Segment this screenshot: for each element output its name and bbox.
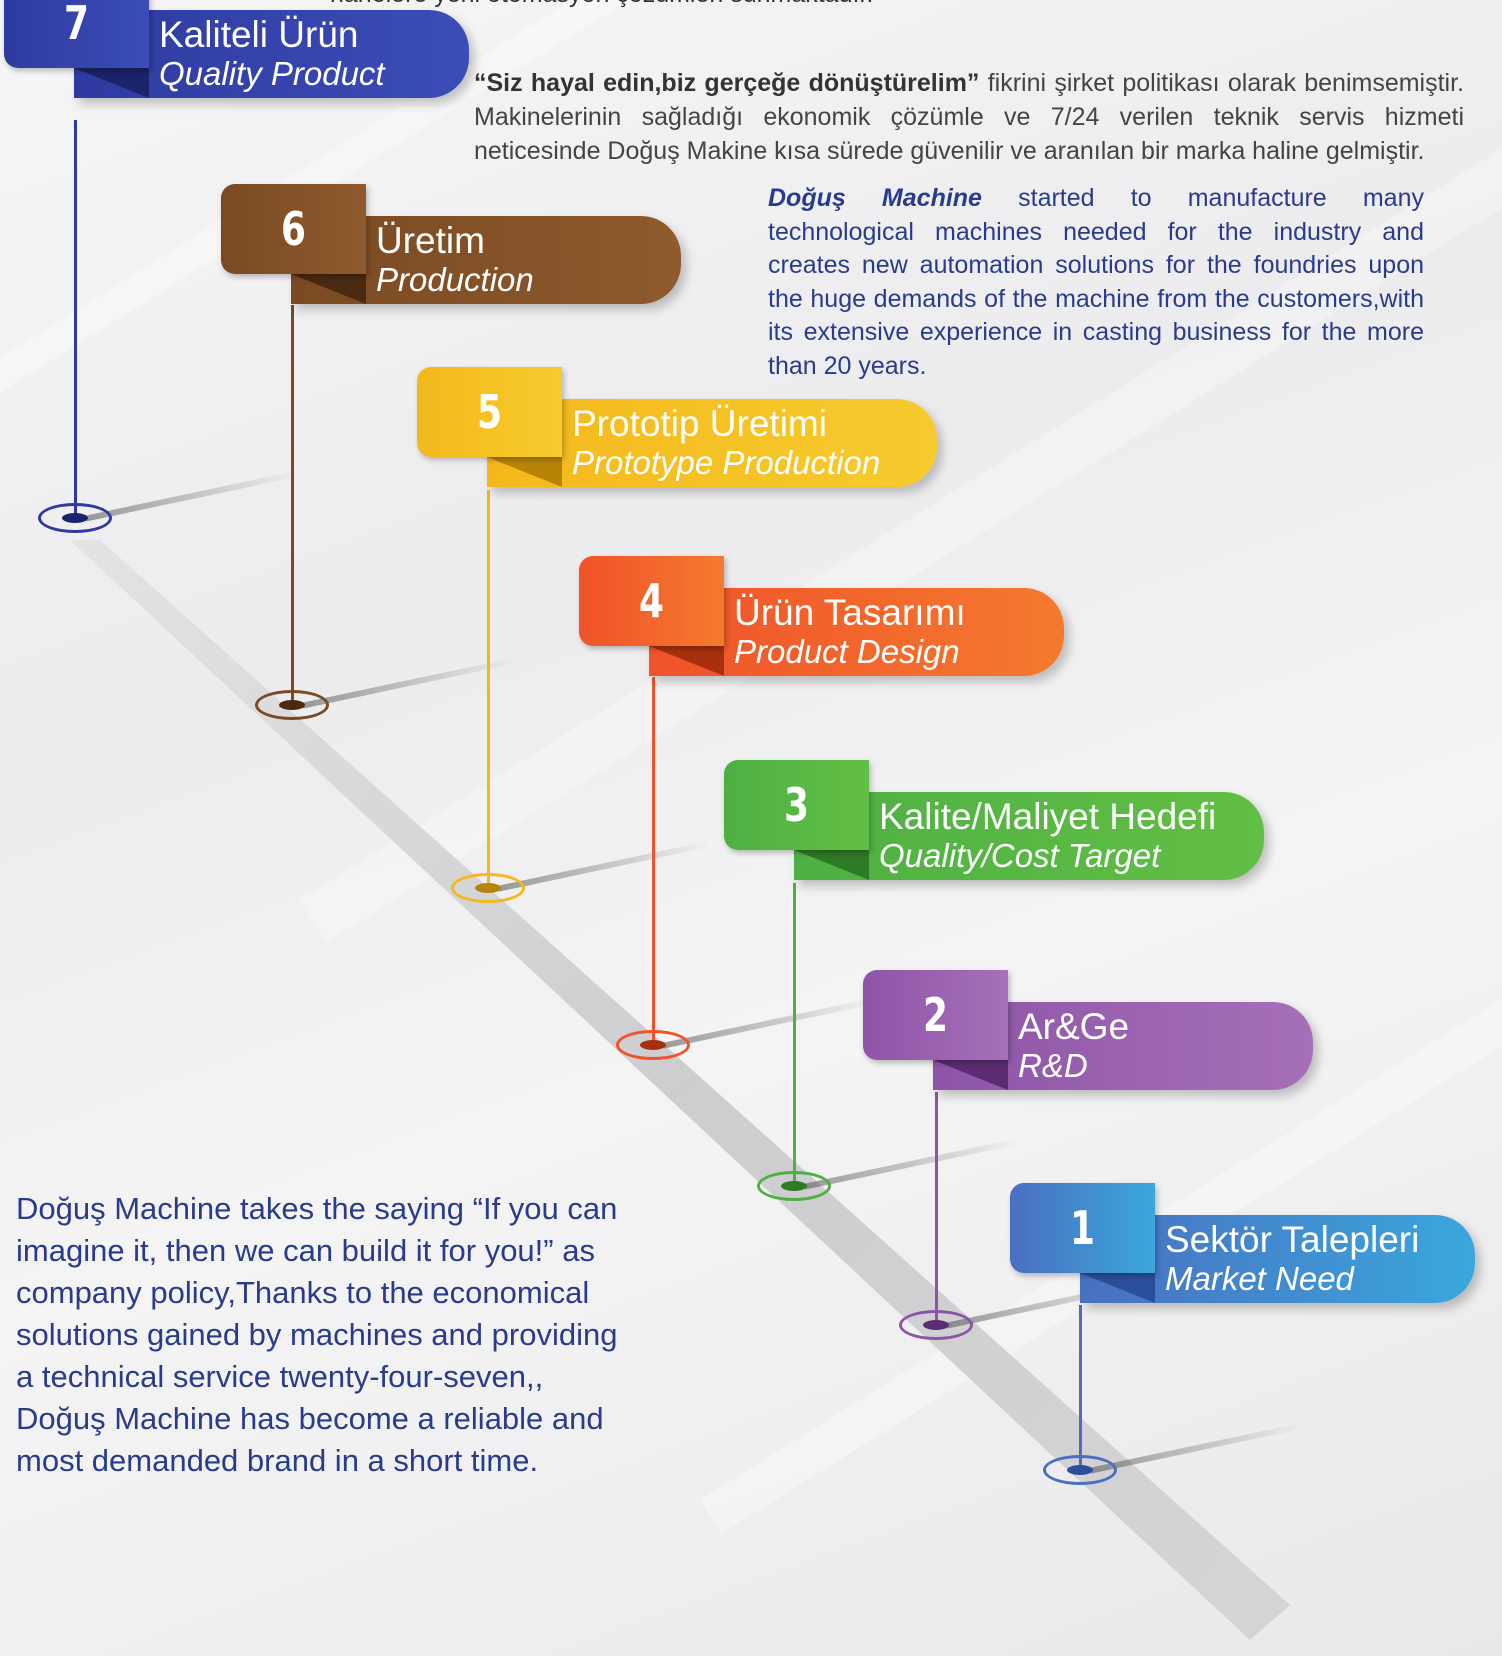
step-number: 3 bbox=[784, 778, 809, 832]
flag-pole bbox=[1079, 1305, 1082, 1470]
english-paragraph: Doğuş Machine started to manufacture man… bbox=[768, 182, 1424, 383]
step-label-tr: Sektör Talepleri bbox=[1165, 1219, 1420, 1260]
flag-pole bbox=[74, 120, 77, 518]
banner-fold bbox=[291, 274, 366, 304]
flag-pole bbox=[487, 490, 490, 888]
step-label-en: Product Design bbox=[734, 633, 960, 670]
step-label-tr: Ürün Tasarımı bbox=[734, 592, 966, 633]
step-number-tab bbox=[4, 0, 149, 68]
base-dot bbox=[1067, 1465, 1093, 1475]
step-label-tr: Kaliteli Ürün bbox=[159, 14, 359, 55]
label-banner bbox=[487, 399, 937, 487]
english-paragraph-text: started to manufacture many technologica… bbox=[768, 184, 1424, 380]
banner-fold bbox=[74, 68, 149, 98]
flag-pole bbox=[935, 1092, 938, 1325]
step-label-tr: Prototip Üretimi bbox=[572, 403, 827, 444]
base-ring bbox=[255, 690, 329, 720]
turkish-paragraph-text: fikrini şirket politikası olarak benimse… bbox=[474, 69, 1464, 165]
base-ring bbox=[899, 1310, 973, 1340]
label-banner bbox=[794, 792, 1264, 880]
base-ring bbox=[38, 503, 112, 533]
banner-fold bbox=[794, 850, 869, 880]
banner-fold bbox=[933, 1060, 1008, 1090]
turkish-quote: “Siz hayal edin,biz gerçeğe dönüştürelim… bbox=[474, 69, 980, 97]
turkish-paragraph: “Siz hayal edin,biz gerçeğe dönüştürelim… bbox=[474, 66, 1464, 168]
step-label-en: Quality Product bbox=[159, 55, 385, 92]
step-label-en: Production bbox=[376, 261, 534, 298]
step-number: 6 bbox=[281, 202, 306, 256]
step-number: 4 bbox=[639, 574, 664, 628]
banner-fold bbox=[649, 646, 724, 676]
step-label-tr: Üretim bbox=[376, 220, 485, 261]
banner-fold bbox=[487, 457, 562, 487]
step-label-en: Market Need bbox=[1165, 1260, 1354, 1297]
step-number-tab bbox=[1010, 1183, 1155, 1273]
base-dot bbox=[923, 1320, 949, 1330]
flag-pole bbox=[793, 883, 796, 1186]
company-policy-paragraph: Doğuş Machine takes the saying “If you c… bbox=[16, 1191, 618, 1478]
step-number: 5 bbox=[477, 385, 502, 439]
step-label-en: Quality/Cost Target bbox=[879, 837, 1161, 874]
base-ring bbox=[451, 873, 525, 903]
base-ring bbox=[1043, 1455, 1117, 1485]
base-ring bbox=[616, 1030, 690, 1060]
flag-pole bbox=[652, 677, 655, 1045]
step-label-en: Prototype Production bbox=[572, 444, 881, 481]
step-number: 2 bbox=[923, 988, 948, 1042]
base-dot bbox=[279, 700, 305, 710]
base-dot bbox=[475, 883, 501, 893]
step-label-en: R&D bbox=[1018, 1047, 1088, 1084]
step-label-tr: Ar&Ge bbox=[1018, 1006, 1130, 1047]
step-number-tab bbox=[579, 556, 724, 646]
base-ring bbox=[757, 1171, 831, 1201]
step-number-tab bbox=[417, 367, 562, 457]
step-number: 1 bbox=[1070, 1201, 1095, 1255]
step-label-tr: Kalite/Maliyet Hedefi bbox=[879, 796, 1217, 837]
base-dot bbox=[640, 1040, 666, 1050]
banner-fold bbox=[1080, 1273, 1155, 1303]
brand-name: Doğuş Machine bbox=[768, 184, 982, 212]
header-fragment: hanelere yeni otomasyon çözümleri sunmak… bbox=[330, 0, 1230, 10]
step-number-tab bbox=[221, 184, 366, 274]
base-dot bbox=[781, 1181, 807, 1191]
base-dot bbox=[62, 513, 88, 523]
step-number-tab bbox=[724, 760, 869, 850]
step-number: 7 bbox=[64, 0, 89, 50]
flag-pole bbox=[291, 305, 294, 705]
step-number-tab bbox=[863, 970, 1008, 1060]
